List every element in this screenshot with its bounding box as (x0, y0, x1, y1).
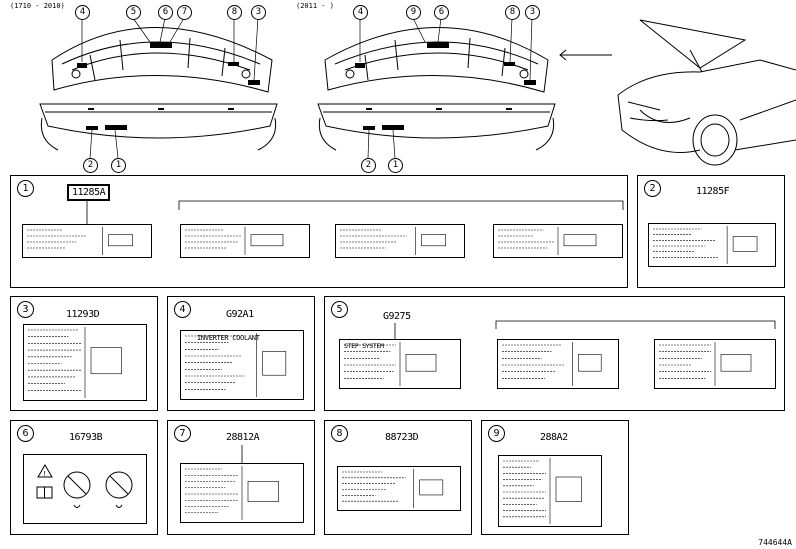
label-16793b: ! (23, 454, 147, 524)
label-g92a1: INVERTER COOLANT (180, 330, 304, 400)
panel-9: 9 288A2 (481, 420, 629, 535)
label-88723d (337, 466, 461, 511)
label-pictogram (419, 479, 444, 496)
panel-6-number: 6 (17, 425, 34, 442)
callout-left-5: 5 (126, 5, 141, 20)
callout-right-4: 4 (353, 5, 368, 20)
panel-1-art (86, 200, 624, 224)
panel-4: 4 G92A1 INVERTER COOLANT (167, 296, 315, 411)
panel-7-number: 7 (174, 425, 191, 442)
range-right: (2011 - ) (296, 2, 334, 10)
callout-right-1: 1 (388, 158, 403, 173)
panel-8: 8 88723D (324, 420, 472, 535)
label-16793b-art: ! (36, 464, 133, 508)
panel-6-code: 16793B (69, 432, 103, 443)
panel-8-code: 88723D (385, 432, 419, 443)
panel-1-number: 1 (17, 180, 34, 197)
label-11285a-variant-4 (493, 224, 623, 258)
panel-4-number: 4 (174, 301, 191, 318)
label-fine-print (498, 227, 597, 255)
label-pictogram (555, 476, 582, 502)
label-pictogram (720, 354, 752, 372)
label-pictogram (421, 234, 446, 247)
callout-left-1: 1 (111, 158, 126, 173)
panel-9-number: 9 (488, 425, 505, 442)
label-fine-print (28, 327, 122, 398)
range-left: (1710 - 2010) (10, 2, 65, 10)
panel-2-code: 11285F (696, 186, 730, 197)
callout-left-6: 6 (158, 5, 173, 20)
callout-right-9: 9 (406, 5, 421, 20)
callout-right-2: 2 (361, 158, 376, 173)
hood-diagram (39, 17, 796, 166)
callout-left-4: 4 (75, 5, 90, 20)
panel-7-code: 28812A (226, 432, 260, 443)
label-pictogram (578, 354, 602, 372)
label-fine-print (503, 458, 582, 524)
panel-2: 2 11285F (637, 175, 785, 288)
panel-3-number: 3 (17, 301, 34, 318)
label-pictogram (250, 234, 284, 247)
panel-9-code: 288A2 (540, 432, 568, 443)
label-fine-print (27, 227, 133, 255)
label-g9275-variant-3 (654, 339, 776, 389)
no-spark-icon (105, 471, 133, 499)
panel-4-code: G92A1 (226, 309, 254, 320)
label-g9275-variant-1: STEP SYSTEM (339, 339, 461, 389)
label-pictogram (108, 234, 133, 247)
callout-right-8: 8 (505, 5, 520, 20)
label-inverter-coolant-title: INVERTER COOLANT (197, 334, 260, 342)
label-step-system-text: STEP SYSTEM (344, 342, 384, 350)
label-fine-print (185, 227, 284, 255)
panel-2-number: 2 (644, 180, 661, 197)
panel-1-code: 11285A (67, 184, 111, 201)
label-11285f (648, 223, 776, 267)
label-11285a-variant-1 (22, 224, 152, 258)
label-11293d (23, 324, 147, 401)
label-pictogram (90, 347, 122, 375)
callout-left-2: 2 (83, 158, 98, 173)
label-fine-print (185, 466, 279, 520)
panel-7: 7 28812A (167, 420, 315, 535)
label-pictogram (262, 351, 287, 376)
panel-3: 3 11293D (10, 296, 158, 411)
panel-5: 5 G9275 STEP SYSTEM (324, 296, 785, 411)
label-fine-print (344, 342, 437, 386)
warning-triangle-icon (37, 464, 53, 478)
label-pictogram (405, 354, 437, 372)
label-pictogram (732, 236, 758, 252)
label-28812a (180, 463, 304, 523)
panel-7-art (241, 445, 243, 463)
label-pictogram (247, 481, 279, 502)
label-fine-print (340, 227, 446, 255)
callout-right-6: 6 (434, 5, 449, 20)
label-fine-print (653, 226, 758, 264)
label-g9275-variant-2 (497, 339, 619, 389)
callout-right-3: 3 (525, 5, 540, 20)
panel-5-code: G9275 (383, 311, 411, 322)
label-fine-print (185, 333, 287, 397)
panel-6: 6 16793B ! (10, 420, 158, 535)
panel-8-number: 8 (331, 425, 348, 442)
label-pictogram (563, 234, 597, 247)
label-fine-print (502, 342, 602, 386)
panel-1: 1 11285A (10, 175, 628, 288)
label-288a2 (498, 455, 602, 527)
svg-text:!: ! (43, 470, 46, 478)
callout-left-3: 3 (251, 5, 266, 20)
label-fine-print (659, 342, 752, 386)
panel-5-art (394, 320, 776, 339)
no-open-flame-icon (63, 471, 91, 499)
reference-code: 744644A (758, 538, 792, 547)
panel-3-code: 11293D (66, 309, 100, 320)
label-11285a-variant-2 (180, 224, 310, 258)
callout-left-7: 7 (177, 5, 192, 20)
label-fine-print (342, 469, 444, 508)
panel-5-number: 5 (331, 301, 348, 318)
label-11285a-variant-3 (335, 224, 465, 258)
callout-left-8: 8 (227, 5, 242, 20)
